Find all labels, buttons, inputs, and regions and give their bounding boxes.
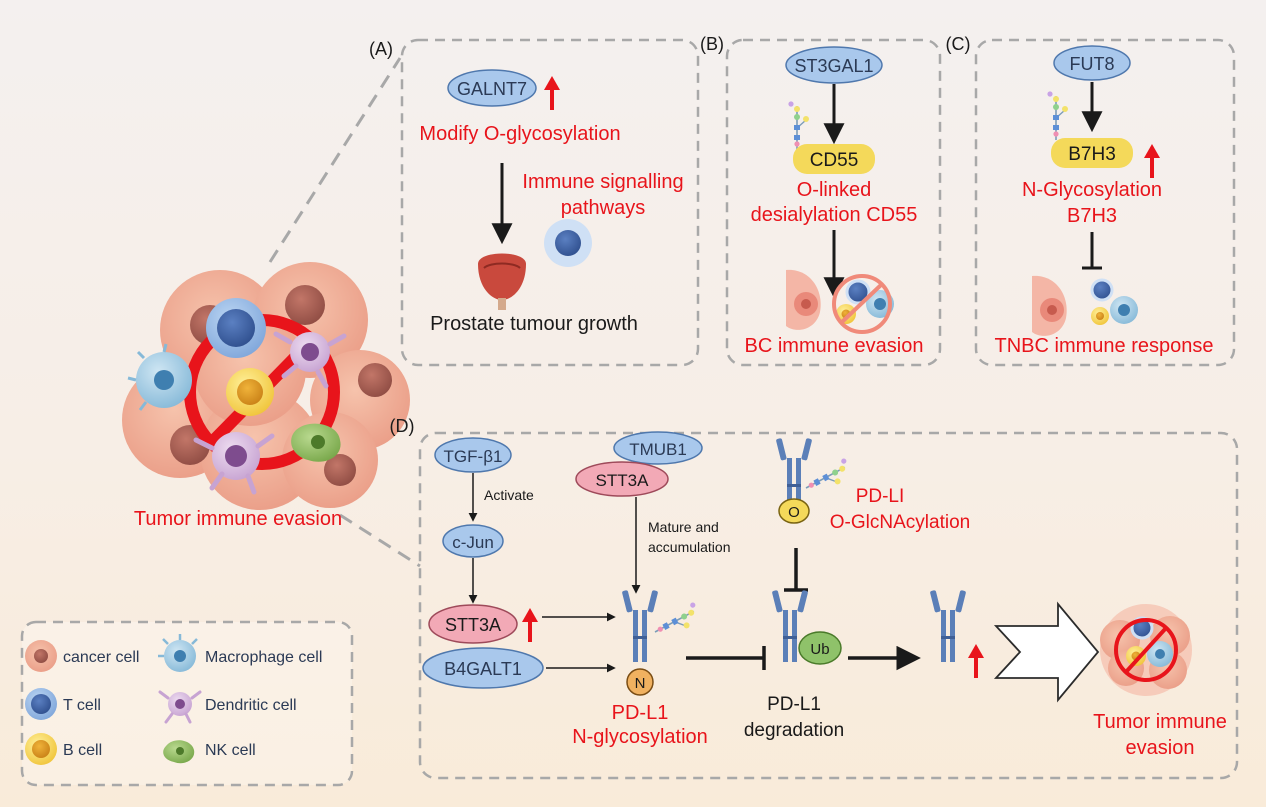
cd55-effect-line1: O-linked [797,179,871,201]
cluster-label: Tumor immune evasion [134,508,342,530]
legend-t-label: T cell [63,697,101,714]
b4galt1-label: B4GALT1 [444,659,522,679]
panel-a-letter: (A) [369,39,393,59]
final-evasion-line2: evasion [1126,737,1195,759]
cd55-marker [793,144,875,174]
glycan-chain-icon [787,100,810,151]
degradation-line1: PD-L1 [767,694,821,715]
o-glycan-marker [778,498,810,524]
legend-macrophage-icon [158,634,198,672]
tmub1-node [613,431,703,465]
responding-immune-cells [1090,278,1138,325]
legend-macrophage-label: Macrophage cell [205,649,322,666]
activate-label: Activate [484,487,534,503]
stt3a-top-node [575,461,669,497]
tgf-beta1-node [434,437,512,473]
cd55-label: CD55 [810,150,859,171]
up-arrow-icon [1144,144,1160,178]
up-arrow-icon [522,608,538,642]
c-jun-label: c-Jun [452,533,494,552]
connector-line-bottom [339,513,421,568]
panel-a: (A) GALNT7 Modify O-glycosylation Immune… [369,38,700,367]
ub-marker [798,631,842,665]
glycan-chain-icon [801,456,856,500]
stt3a-label: STT3A [445,615,501,635]
st3gal1-enzyme [785,46,883,84]
ub-label: Ub [810,641,829,658]
fut8-enzyme [1053,45,1131,81]
up-arrow-icon [968,644,984,678]
legend-t-icon [25,688,57,720]
pathway-label-line1: Immune signalling [522,171,683,193]
up-arrow-icon [544,76,560,110]
tnbc-outcome: TNBC immune response [995,335,1214,357]
cd55-effect-line2: desialylation CD55 [751,204,918,226]
legend-b-label: B cell [63,742,102,759]
c-jun-node [442,524,504,558]
n-glycan-marker [626,668,654,696]
breast-icon [1032,275,1067,336]
pathway-label-line2: pathways [561,197,646,219]
pd-l1-receptor-icon [929,589,967,662]
legend: cancer cell Macrophage cell T cell Dendr… [20,620,354,787]
panel-d-border [418,431,1239,780]
galnt7-enzyme [447,69,537,107]
degradation-line2: degradation [744,720,844,741]
fut8-label: FUT8 [1070,54,1115,74]
b7h3-label: B7H3 [1068,144,1116,165]
legend-cancer-icon [25,640,57,672]
legend-nk-label: NK cell [205,742,256,759]
b4galt1-node [422,647,544,689]
mature-label-line1: Mature and [648,519,719,535]
panel-d: (D) TGF-β1 Activate c-Jun STT3A B4GALT1 … [390,416,1239,780]
b7h3-marker [1051,138,1133,168]
panel-b: (B) ST3GAL1 CD55 O-linked desialylation … [700,34,942,367]
final-evasion-line1: Tumor immune [1093,711,1227,733]
legend-dendritic-icon [158,690,202,724]
tumor-cluster-icon [122,262,410,510]
pdl1-n-line2: N-glycosylation [572,726,708,748]
panel-c-letter: (C) [946,34,971,54]
glycan-chain-icon [1046,90,1069,141]
stt3a-node [428,604,518,644]
pdl1-o-line2: O-GlcNAcylation [830,512,970,533]
legend-b-icon [25,733,57,765]
panel-c: (C) FUT8 B7H3 N-Glycosylation B7H3 TNBC … [946,34,1236,367]
stt3a-top-label: STT3A [596,471,650,490]
tgf-beta1-label: TGF-β1 [444,447,503,466]
breast-icon [786,269,821,330]
hollow-arrow-icon [993,601,1100,703]
o-marker-label: O [788,504,800,521]
pd-l1-receptor-icon [621,589,659,662]
glycan-chain-icon [650,600,705,644]
panel-b-border [725,38,942,367]
panel-d-letter: (D) [390,416,415,436]
blocked-immune-cells [832,274,894,334]
connector-line-top [268,57,402,263]
n-marker-label: N [635,675,646,692]
immune-cell-icon [544,219,592,267]
pdl1-o-line1: PD-LI [856,486,905,507]
mature-label-line2: accumulation [648,539,731,555]
panel-b-letter: (B) [700,34,724,54]
b7h3-effect-line1: N-Glycosylation [1022,179,1162,201]
galnt7-label: GALNT7 [457,79,527,99]
pdl1-n-line1: PD-L1 [612,702,669,724]
legend-nk-icon [163,740,195,764]
legend-dendritic-label: Dendritic cell [205,697,297,714]
legend-cancer-label: cancer cell [63,649,139,666]
prostate-icon [478,253,526,310]
tmub1-label: TMUB1 [629,440,687,459]
mini-tumor-icon [1100,604,1192,696]
panel-c-border [974,38,1236,367]
prostate-outcome: Prostate tumour growth [430,313,638,335]
st3gal1-label: ST3GAL1 [794,56,873,76]
panel-a-border [400,38,700,367]
galnt7-effect: Modify O-glycosylation [419,123,620,145]
b7h3-effect-line2: B7H3 [1067,205,1117,227]
bc-outcome: BC immune evasion [745,335,924,357]
